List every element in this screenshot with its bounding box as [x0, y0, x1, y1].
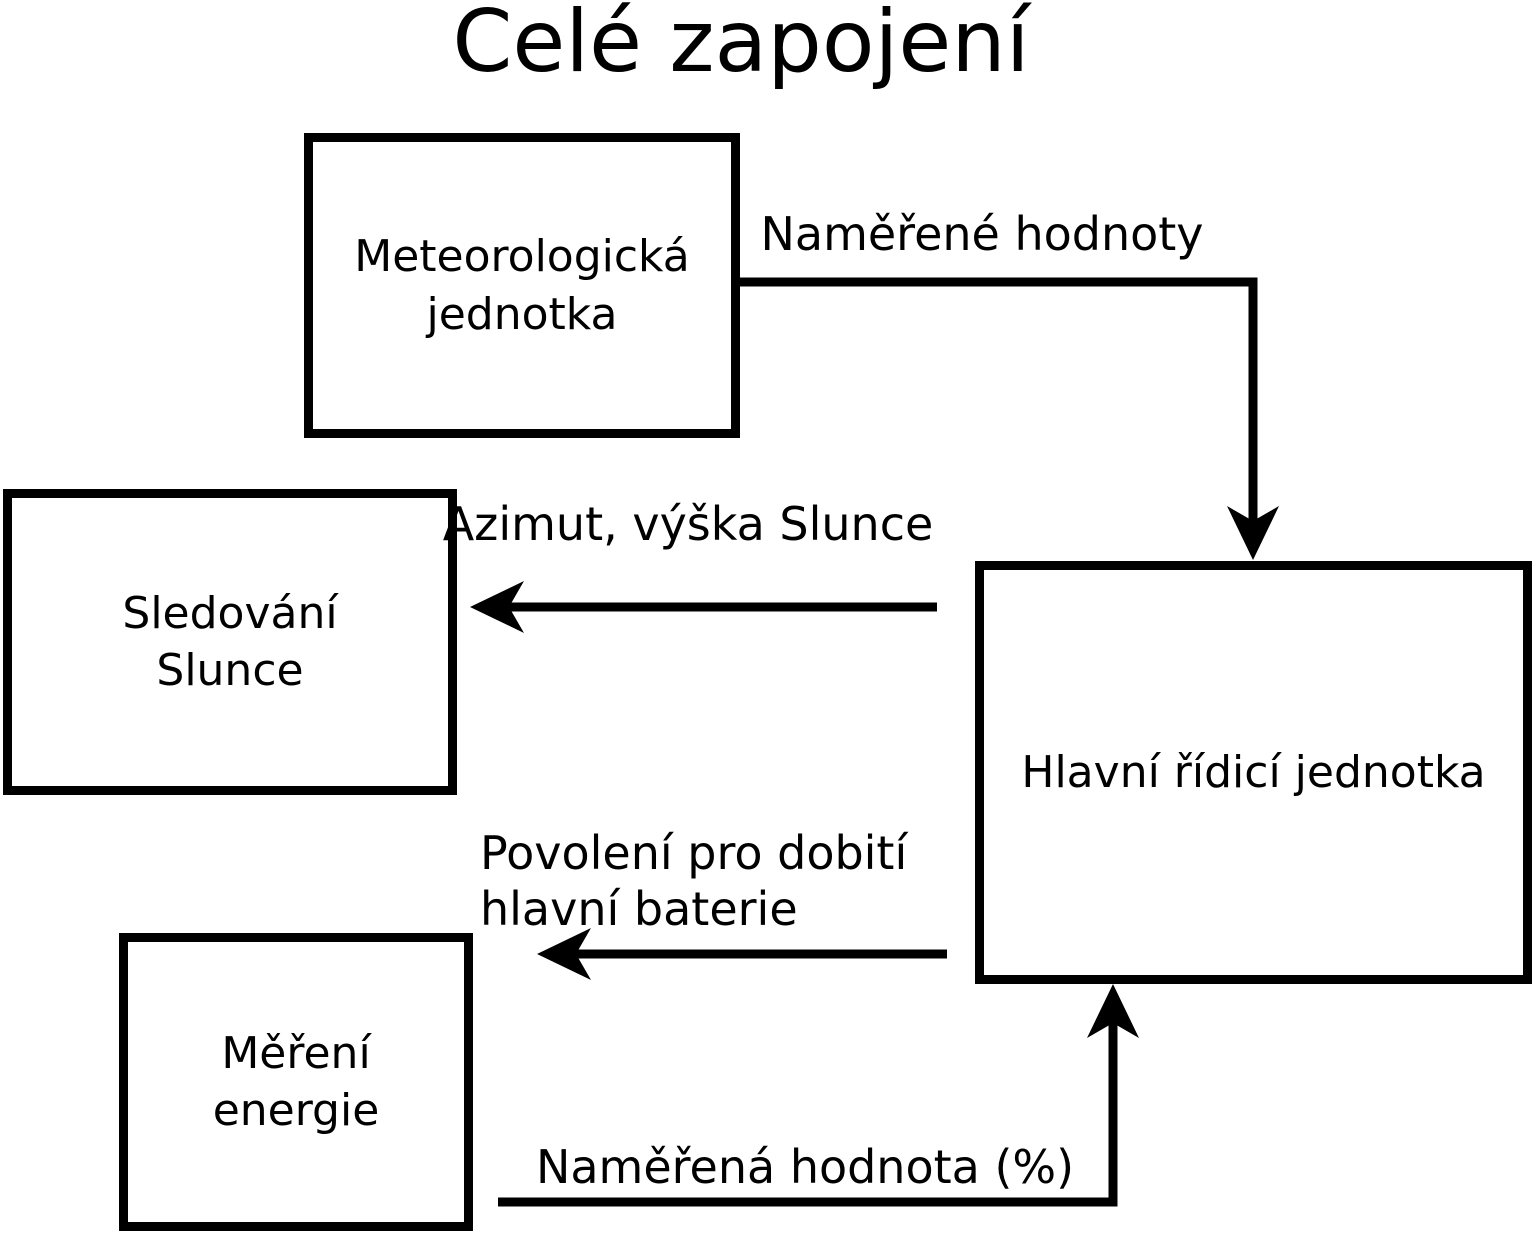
edge-label-measured-values: Naměřené hodnoty — [760, 207, 1204, 261]
edge-label-azimuth: Azimut, výška Slunce — [442, 497, 934, 551]
edge-label-line: Povolení pro dobití — [480, 826, 908, 880]
diagram-title: Celé zapojení — [452, 0, 1030, 92]
node-label-line: Slunce — [156, 645, 304, 696]
node-main-control-unit: Hlavní řídicí jednotka — [975, 561, 1532, 984]
node-label-line: Hlavní řídicí jednotka — [1021, 746, 1486, 798]
node-meteorological-unit: Meteorologická jednotka — [304, 133, 740, 438]
arrowhead-up-icon — [1087, 984, 1139, 1038]
arrowhead-down-icon — [1227, 506, 1279, 560]
node-label-line: energie — [212, 1085, 380, 1136]
edge-label-line: hlavní baterie — [480, 882, 798, 937]
arrow-measured-values-line — [740, 277, 1258, 521]
node-sun-tracking: Sledování Slunce — [3, 489, 457, 795]
edge-label-measured-percent: Naměřená hodnota (%) — [535, 1140, 1075, 1194]
node-label-line: Sledování — [122, 587, 338, 639]
node-label-line: Meteorologická — [354, 231, 690, 283]
node-label-line: Měření — [221, 1027, 371, 1079]
node-label-line: jednotka — [426, 288, 618, 340]
node-energy-measurement: Měření energie — [119, 933, 473, 1231]
edge-label-charge-permission: Povolení pro dobití hlavní baterie — [480, 825, 907, 937]
arrowhead-left-icon — [470, 581, 524, 633]
